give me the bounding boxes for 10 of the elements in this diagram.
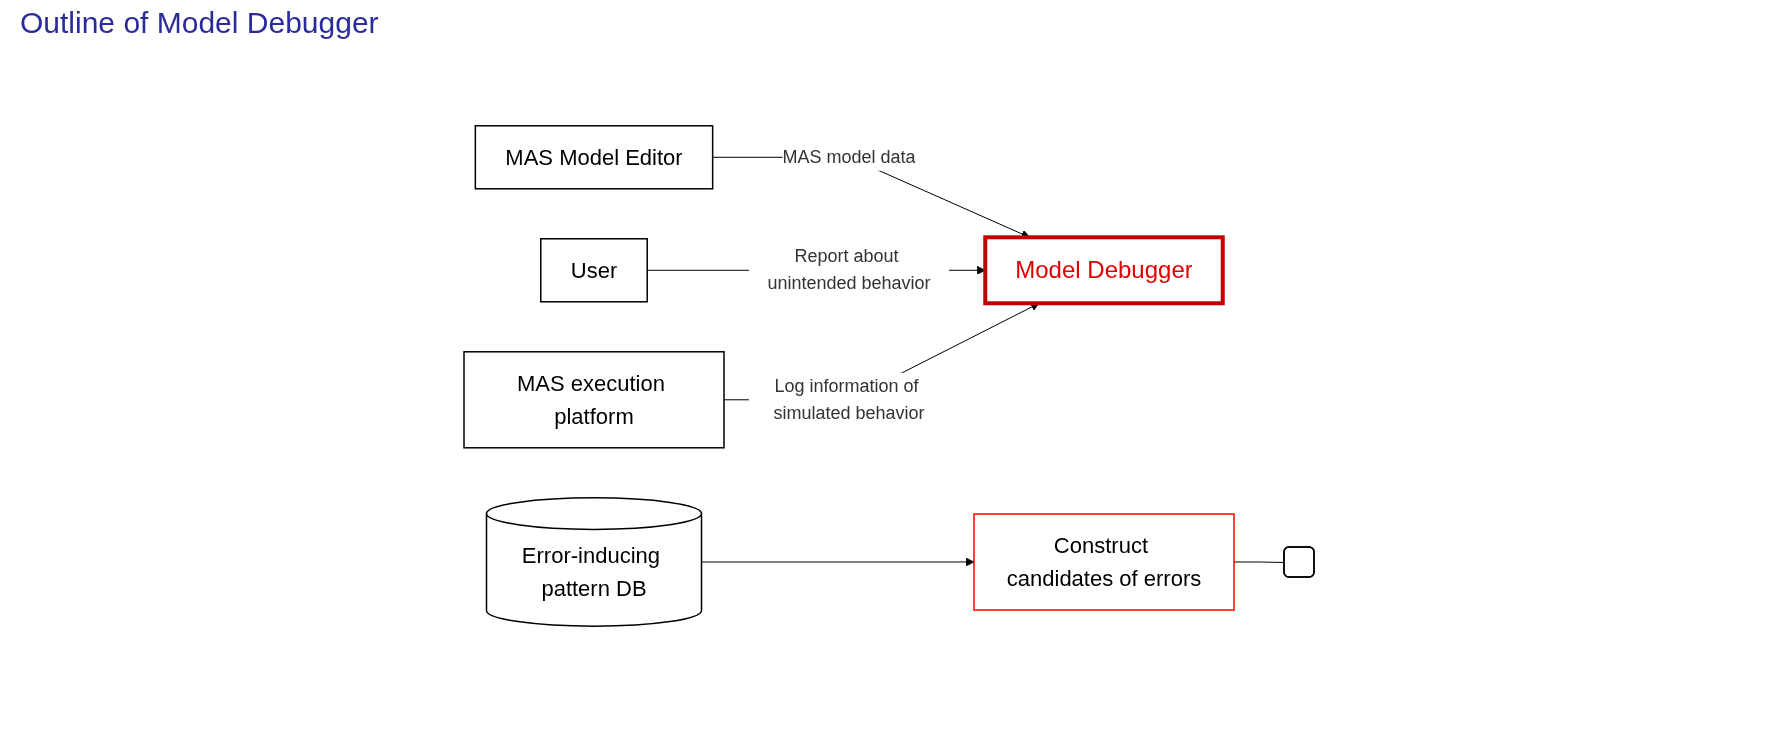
- node-box: Model Debugger: [983, 235, 1225, 306]
- diagram-title: Outline of Model Debugger: [20, 6, 380, 40]
- arrow: [701, 557, 975, 567]
- node-box: MAS execution platform: [463, 351, 725, 449]
- edge-label: MAS model data: [782, 146, 916, 167]
- edge-label: Report about unintended behavior: [767, 246, 931, 294]
- edge-label: Log information of simulated behavior: [773, 375, 925, 423]
- node-box: User: [540, 238, 648, 303]
- node-box: Construct candidates of errors: [973, 513, 1235, 611]
- node-box: MAS Model Editor: [474, 125, 714, 190]
